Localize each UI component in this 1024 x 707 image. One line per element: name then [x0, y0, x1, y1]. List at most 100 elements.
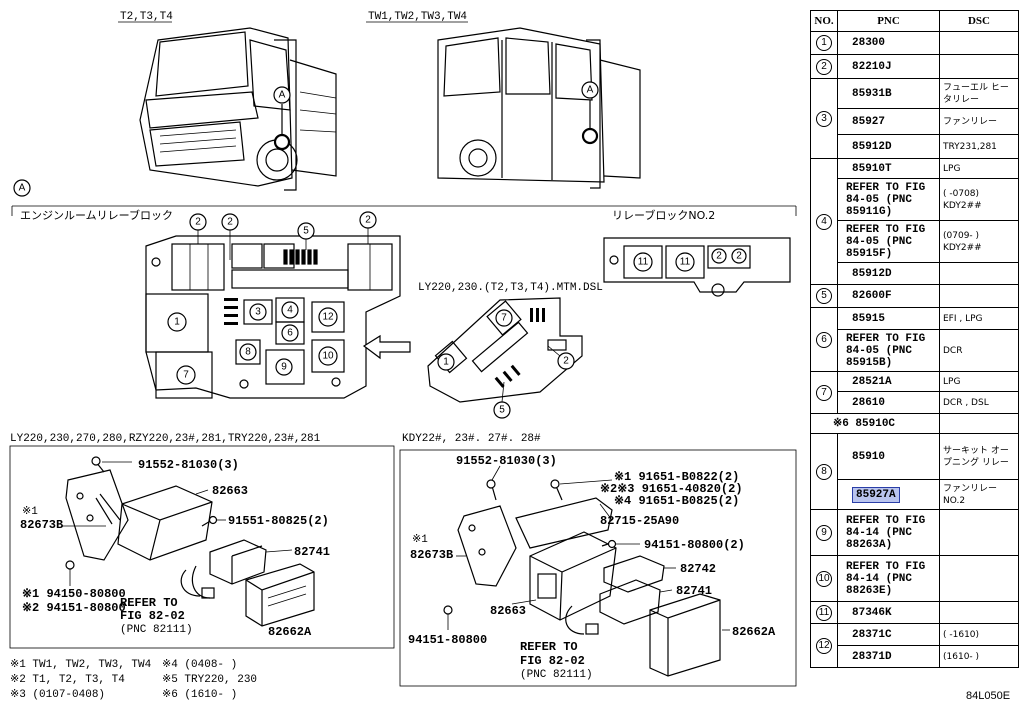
truck-illustration-right: [437, 27, 641, 189]
svg-text:4: 4: [287, 305, 293, 316]
pnc-cell[interactable]: 28371C: [837, 623, 940, 646]
svg-text:※3 (0107-0408): ※3 (0107-0408): [10, 689, 105, 701]
svg-text:6: 6: [287, 328, 293, 339]
row-number: 8: [816, 463, 832, 480]
svg-text:82741: 82741: [676, 584, 712, 598]
table-row: REFER TO FIG 84-05 (PNC 85915B) DCR: [811, 329, 1019, 372]
table-row: 85912D TRY231,281: [811, 134, 1019, 159]
svg-text:REFER TO: REFER TO: [520, 640, 578, 654]
svg-text:※1 94150-80800: ※1 94150-80800: [22, 587, 126, 601]
header-pnc: PNC: [837, 10, 940, 32]
pnc-cell[interactable]: 28521A: [837, 371, 940, 392]
svg-text:※6 (1610- ): ※6 (1610- ): [162, 689, 237, 701]
pnc-cell[interactable]: 85931B: [837, 78, 940, 109]
svg-text:9: 9: [281, 362, 287, 373]
engine-block-callouts: 2 2 5 2 1 3 4 6 12 8 9 10 7: [167, 211, 377, 385]
svg-text:82742: 82742: [680, 562, 716, 576]
header-dsc: DSC: [939, 10, 1019, 32]
row-number: 2: [816, 58, 832, 75]
svg-text:7: 7: [183, 370, 189, 381]
table-header-row: NO. PNC DSC: [810, 10, 1019, 32]
table-row: 7 28521A LPG: [810, 371, 1019, 414]
svg-text:82673B: 82673B: [410, 548, 453, 562]
ly-mtm-relay-block: 1 7 2 5: [427, 297, 583, 419]
pnc-cell[interactable]: 85910: [837, 433, 940, 480]
svg-text:82663: 82663: [212, 484, 248, 498]
table-row: 12 28371C ( -1610): [810, 623, 1019, 668]
pnc-cell[interactable]: 85915: [837, 307, 940, 330]
pnc-cell[interactable]: 28610: [837, 391, 940, 414]
pnc-cell[interactable]: REFER TO FIG 84-14 (PNC 88263A): [837, 509, 940, 556]
pnc-cell[interactable]: 85912D: [837, 134, 940, 159]
pnc-cell[interactable]: 85927: [837, 108, 940, 135]
row-number: 7: [816, 384, 832, 401]
pnc-cell[interactable]: REFER TO FIG 84-14 (PNC 88263E): [837, 555, 940, 602]
svg-text:1: 1: [443, 357, 449, 368]
table-row: 28371D (1610- ): [811, 645, 1019, 668]
svg-text:82662A: 82662A: [732, 625, 776, 639]
pnc-cell[interactable]: 82600F: [837, 284, 940, 308]
table-row: 8 85910 サーキット オープニング リレー: [810, 433, 1019, 510]
table-row: 6 85915 EFI , LPG: [810, 307, 1019, 372]
svg-text:91552-81030(3): 91552-81030(3): [138, 458, 239, 472]
figure-code: 84L050E: [966, 690, 1011, 702]
svg-text:2: 2: [716, 251, 722, 262]
table-row: 85927A ファンリレー NO.2: [811, 479, 1019, 510]
table-row: ※6 85910C: [810, 413, 1019, 434]
table-row: 3 85931B フューエル ヒータリレー: [810, 78, 1019, 159]
header-no: NO.: [810, 10, 838, 32]
right-exploded-frame: [399, 449, 797, 687]
svg-text:(PNC 82111): (PNC 82111): [120, 624, 193, 636]
row-number: 11: [816, 604, 832, 621]
svg-text:REFER TO: REFER TO: [120, 596, 178, 610]
pnc-cell[interactable]: 82210J: [837, 54, 940, 79]
svg-text:3: 3: [255, 307, 261, 318]
svg-text:94151-80800: 94151-80800: [408, 633, 487, 647]
svg-text:1: 1: [174, 317, 180, 328]
svg-text:※2※3 91651-40820(2): ※2※3 91651-40820(2): [600, 482, 743, 496]
parts-table: NO. PNC DSC 1 28300 2 82210J 3 85931B フュ…: [810, 10, 1019, 668]
table-row: 1 28300: [810, 31, 1019, 55]
table-row: 10 REFER TO FIG 84-14 (PNC 88263E): [810, 555, 1019, 602]
svg-text:82741: 82741: [294, 545, 330, 559]
table-row: 11 87346K: [810, 601, 1019, 624]
pnc-cell[interactable]: ※6 85910C: [810, 413, 940, 434]
svg-text:82663: 82663: [490, 604, 526, 618]
svg-text:※1: ※1: [412, 534, 428, 546]
svg-text:※1 91651-B0822(2): ※1 91651-B0822(2): [614, 470, 739, 484]
svg-text:5: 5: [499, 405, 505, 416]
pnc-cell[interactable]: 85910T: [837, 158, 940, 179]
svg-text:91552-81030(3): 91552-81030(3): [456, 454, 557, 468]
svg-text:FIG 82-02: FIG 82-02: [120, 609, 185, 623]
row-number: 6: [816, 331, 832, 348]
table-row: REFER TO FIG 84-05 (PNC 85911G) ( -0708)…: [811, 178, 1019, 221]
svg-text:8: 8: [245, 347, 251, 358]
pnc-cell[interactable]: 87346K: [837, 601, 940, 624]
callout-a-left: [273, 86, 291, 104]
pnc-cell[interactable]: 28371D: [837, 645, 940, 668]
svg-text:2: 2: [365, 215, 371, 226]
parts-diagram: T2,T3,T4 TW1,TW2,TW3,TW4 A: [9, 11, 797, 701]
pnc-cell[interactable]: REFER TO FIG 84-05 (PNC 85915F): [837, 220, 940, 263]
svg-text:A: A: [19, 183, 26, 194]
pnc-cell[interactable]: REFER TO FIG 84-05 (PNC 85915B): [837, 329, 940, 372]
svg-text:10: 10: [322, 351, 334, 362]
svg-text:FIG 82-02: FIG 82-02: [520, 654, 585, 668]
svg-text:A: A: [587, 85, 594, 96]
pnc-cell[interactable]: 28300: [837, 31, 940, 55]
svg-text:※1 TW1, TW2, TW3, TW4: ※1 TW1, TW2, TW3, TW4: [10, 659, 152, 671]
svg-text:2: 2: [563, 356, 569, 367]
row-number: 3: [816, 110, 832, 127]
svg-text:82662A: 82662A: [268, 625, 312, 639]
pnc-cell[interactable]: REFER TO FIG 84-05 (PNC 85911G): [837, 178, 940, 221]
pnc-cell-highlighted[interactable]: 85927A: [837, 479, 940, 510]
row-number: 12: [816, 637, 832, 654]
pnc-cell[interactable]: 85912D: [837, 262, 940, 285]
left-model-label: LY220,230,270,280,RZY220,23#,281,TRY220,…: [10, 433, 321, 445]
left-exploded-frame: [9, 445, 395, 649]
relay-block-no2: 11 11 2 2: [603, 237, 791, 297]
svg-text:(PNC 82111): (PNC 82111): [520, 669, 593, 681]
row-number: 5: [816, 288, 832, 304]
section-a-marker: [13, 179, 31, 197]
callout-a-right: [581, 81, 599, 99]
